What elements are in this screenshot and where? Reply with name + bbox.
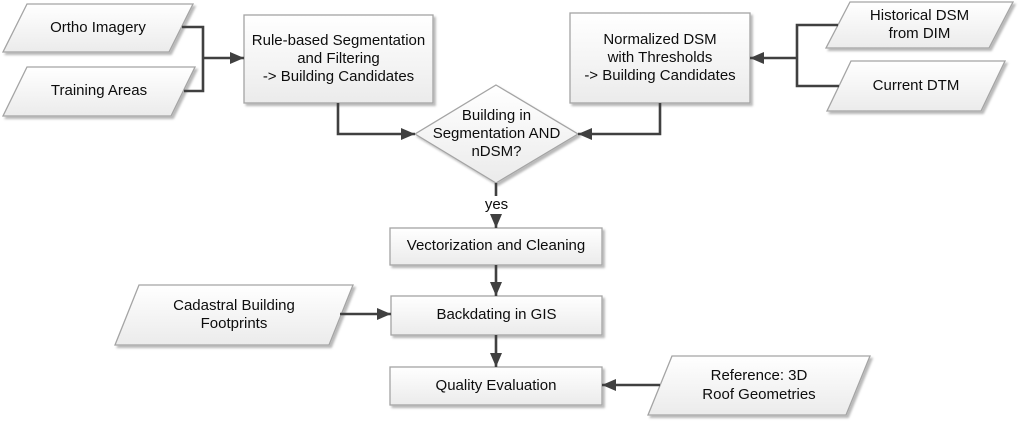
node-historical-dsm-shape [824, 1, 1015, 49]
node-current-dtm-shape [825, 60, 1007, 112]
node-rule-based-segmentation-shape [243, 14, 434, 104]
node-training-areas-shape [1, 66, 197, 117]
node-backdating-shape [390, 295, 603, 336]
node-cadastral-footprints-shape [114, 284, 354, 346]
node-reference-roof-shape [647, 355, 871, 416]
node-decision-diamond-shape [413, 84, 580, 184]
edge-rule-based-to-decision-arrow [336, 103, 415, 140]
node-normalized-dsm-shape [569, 12, 751, 104]
edge-inputs-right-trunk [795, 23, 839, 88]
node-ortho-imagery-shape [1, 3, 195, 53]
edge-normalized-dsm-to-decision-arrow [578, 103, 662, 140]
node-quality-evaluation-shape [389, 366, 603, 406]
node-vectorization-shape [389, 227, 603, 266]
